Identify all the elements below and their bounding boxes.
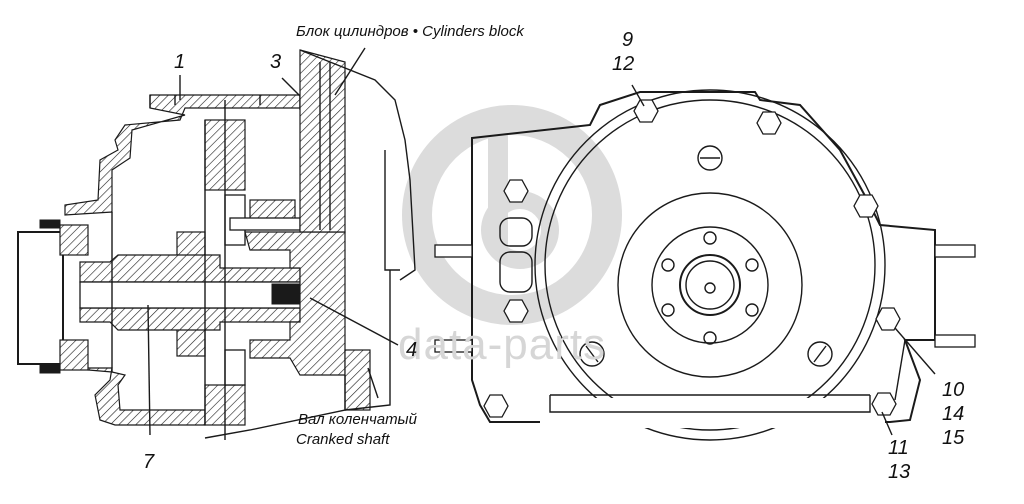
housing-bottom — [64, 367, 206, 426]
callout-14: 14 — [942, 403, 965, 425]
callout-3: 3 — [270, 51, 282, 73]
callout-12: 12 — [612, 53, 635, 75]
caption-cranked-shaft-ru: Вал коленчатый — [298, 411, 417, 428]
callout-10: 10 — [942, 379, 965, 401]
callout-7: 7 — [143, 451, 155, 473]
hex-bolts — [483, 99, 901, 418]
end-view — [434, 84, 976, 441]
callout-13: 13 — [888, 461, 911, 483]
slotted-screws — [579, 145, 833, 367]
end-cap — [17, 231, 64, 365]
callout-11: 11 — [888, 437, 909, 459]
flange-bolt-holes — [661, 231, 759, 345]
flange-disc — [617, 192, 803, 378]
sectional-view — [17, 47, 416, 440]
caption-cranked-shaft-en: Cranked shaft — [296, 431, 390, 448]
studs — [434, 244, 976, 353]
callout-1: 1 — [174, 51, 186, 73]
callout-4: 4 — [406, 339, 418, 361]
housing-arc — [544, 99, 876, 431]
hub — [679, 254, 741, 316]
callout-9: 9 — [622, 29, 634, 51]
shaft-hub — [79, 254, 301, 283]
slot — [499, 217, 533, 247]
bearings — [59, 224, 206, 371]
watermark-text: data-parts — [398, 320, 607, 369]
caption-cylinders-block: Блок цилиндров • Cylinders block — [296, 23, 524, 40]
callout-15: 15 — [942, 427, 965, 449]
crank-flange — [244, 231, 346, 376]
housing-top — [64, 94, 301, 216]
cylinders-block-section — [299, 49, 346, 233]
